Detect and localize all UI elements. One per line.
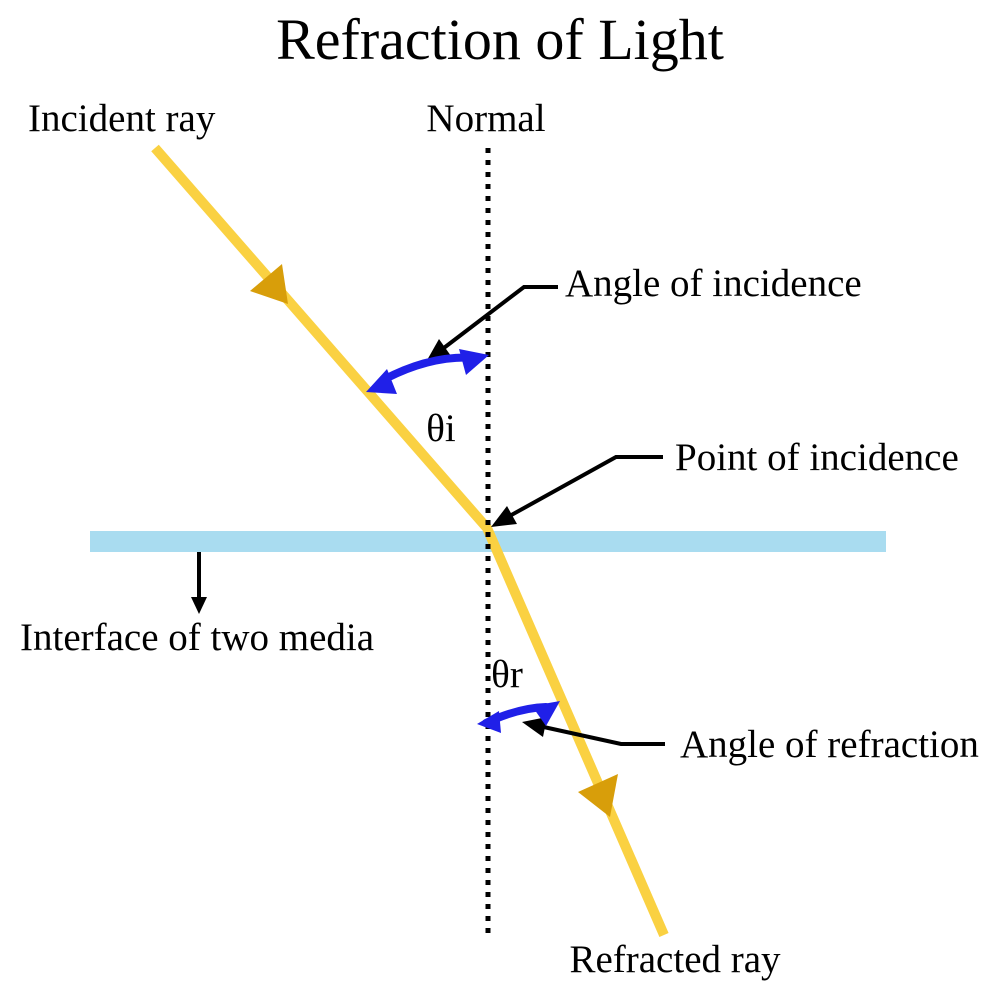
angle-of-incidence-label: Angle of incidence (565, 262, 862, 305)
theta-i-label: θi (426, 407, 456, 450)
incident-ray-arrowhead (250, 264, 288, 304)
ray-arrowheads (250, 264, 618, 817)
incidence-arc-right-arrowhead-icon (459, 349, 489, 375)
point-of-incidence-label: Point of incidence (675, 436, 959, 479)
diagram-title: Refraction of Light (276, 7, 724, 72)
refracted-ray-arrowhead (578, 774, 618, 817)
theta-r-label: θr (491, 653, 523, 696)
angle-of-refraction-label: Angle of refraction (680, 723, 979, 766)
refraction-arc-left-arrowhead-icon (477, 711, 501, 733)
angle-of-refraction-arrowhead-icon (522, 717, 547, 737)
angle-arc-arrowheads (366, 349, 560, 733)
refraction-arc-right-arrowhead-icon (532, 701, 560, 726)
interface-of-two-media-label: Interface of two media (20, 616, 374, 659)
incident-ray-label: Incident ray (28, 97, 216, 140)
angle-of-refraction-leader (529, 722, 665, 746)
refracted-ray-label: Refracted ray (569, 938, 781, 981)
angle-of-incidence-leader (430, 285, 558, 359)
point-of-incidence-leader (496, 455, 663, 525)
diagram-labels: Refraction of Light Incident ray Normal … (20, 7, 979, 981)
point-of-incidence-arrowhead-icon (491, 506, 517, 527)
interface-label-arrowhead-icon (191, 597, 207, 614)
normal-label: Normal (426, 97, 545, 140)
ink-strokes (197, 148, 665, 935)
incidence-arc-left-arrowhead-icon (366, 369, 397, 394)
